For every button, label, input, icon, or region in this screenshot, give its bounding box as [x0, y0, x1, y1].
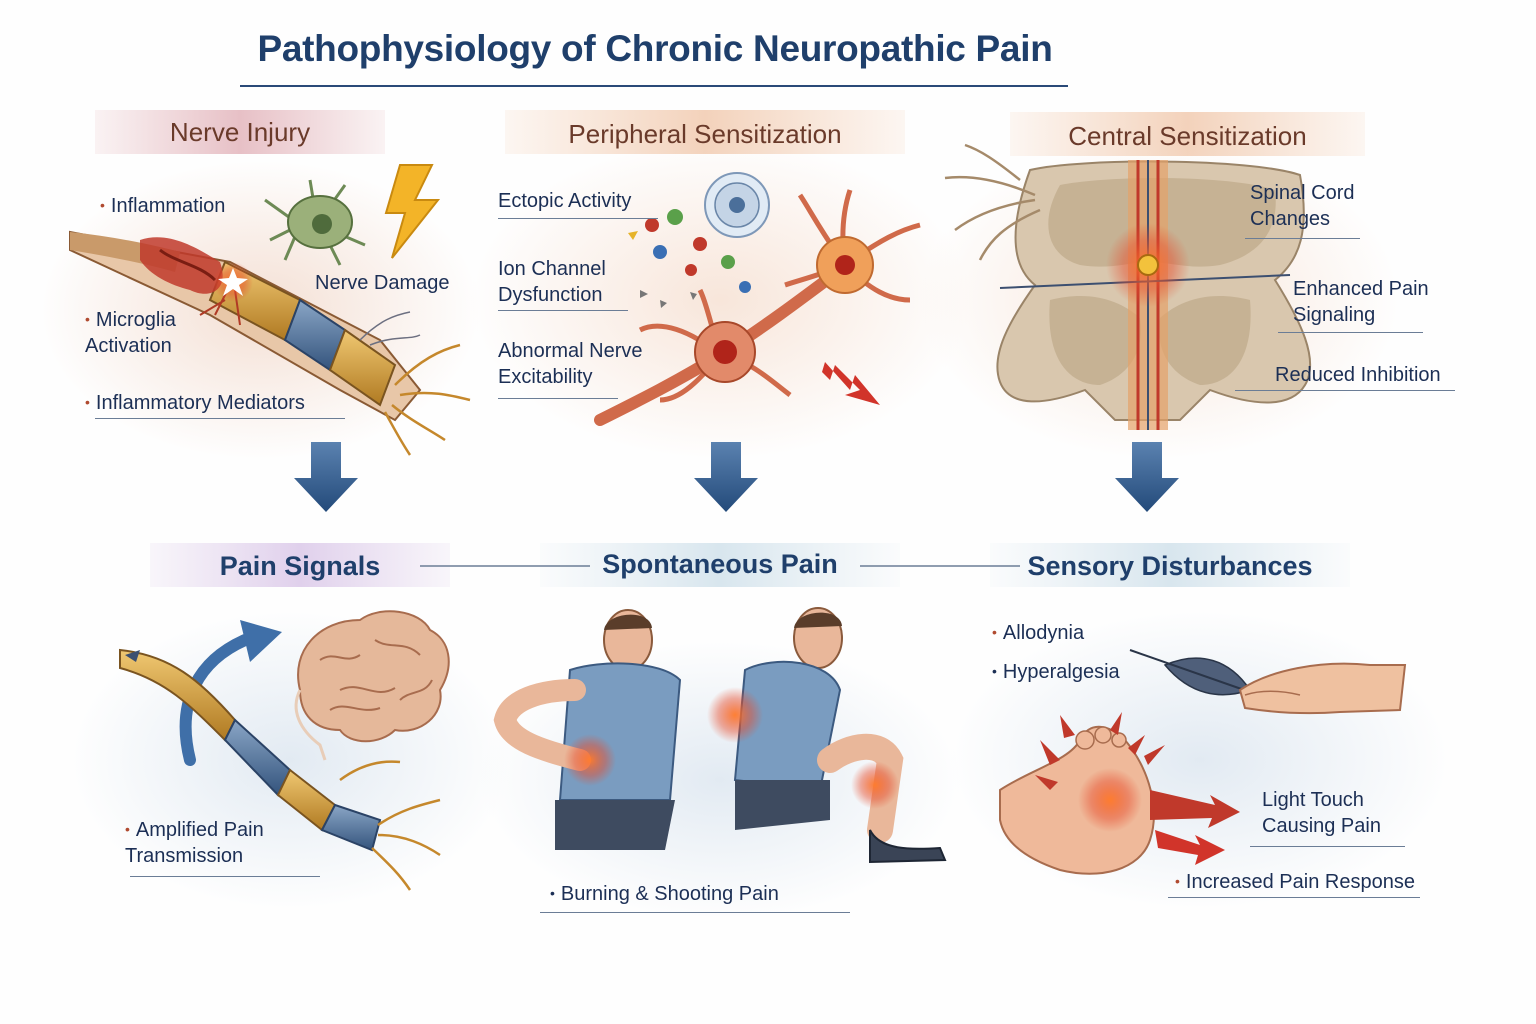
lightning-bolt-icon [384, 164, 441, 259]
label-inflammation: •Inflammation [100, 195, 226, 217]
nerve-fiber-icon [119, 648, 441, 891]
heading-pain-signals: Pain Signals [219, 550, 381, 581]
label-allodynia: •Allodynia [992, 622, 1085, 644]
label-nerve-damage: Nerve Damage [315, 272, 450, 294]
label-spinal-cord-changes: Spinal Cord Changes [1250, 182, 1355, 230]
heading-peripheral-sensitization: Peripheral Sensitization [568, 118, 842, 149]
heading-nerve-injury: Nerve Injury [169, 116, 311, 147]
band-pain-signals [150, 543, 450, 587]
neuron-icon [594, 189, 921, 426]
heading-spontaneous-pain: Spontaneous Pain [602, 548, 838, 579]
label-abnormal-nerve-excitability: Abnormal Nerve Excitability [498, 340, 643, 388]
label-enhanced-pain-signaling: Enhanced Pain Signaling [1293, 278, 1429, 326]
band-spontaneous [540, 543, 900, 587]
zigzag-pain-icon [805, 355, 880, 405]
title-underline [240, 85, 1068, 87]
down-arrow-icon [1115, 442, 1179, 512]
label-reduced-inhibition: Reduced Inhibition [1275, 364, 1441, 386]
ion-particles-icon [628, 209, 751, 308]
down-arrow-icon [694, 442, 758, 512]
spinal-cord-icon [944, 143, 1312, 430]
label-inflammatory-mediators: •Inflammatory Mediators [85, 392, 305, 414]
person-back-pain-icon [493, 609, 682, 850]
pain-spikes-icon [1035, 712, 1240, 865]
brain-icon [294, 610, 450, 761]
page-title: Pathophysiology of Chronic Neuropathic P… [257, 28, 1053, 69]
band-sensory [990, 543, 1350, 587]
label-burning-shooting-pain: •Burning & Shooting Pain [550, 883, 779, 905]
label-light-touch-causing-pain: Light Touch Causing Pain [1262, 789, 1381, 837]
band-nerve-injury [95, 110, 385, 154]
label-amplified-pain-transmission: •Amplified Pain Transmission [125, 819, 264, 867]
label-ion-channel-dysfunction: Ion Channel Dysfunction [498, 258, 606, 306]
hand-icon [1238, 662, 1407, 715]
microglia-cell-icon [264, 179, 366, 266]
label-microglia-activation: •Microglia Activation [85, 309, 176, 357]
heading-sensory-disturbances: Sensory Disturbances [1027, 550, 1313, 581]
label-ectopic-activity: Ectopic Activity [498, 190, 632, 212]
heading-central-sensitization: Central Sensitization [1068, 120, 1307, 151]
injury-flash-icon [213, 262, 253, 302]
label-increased-pain-response: •Increased Pain Response [1175, 871, 1415, 893]
label-hyperalgesia: •Hyperalgesia [992, 661, 1120, 683]
ion-channel-icon [704, 172, 770, 238]
down-arrow-icon [294, 442, 358, 512]
person-leg-pain-icon [707, 607, 947, 864]
foot-icon [999, 725, 1155, 875]
